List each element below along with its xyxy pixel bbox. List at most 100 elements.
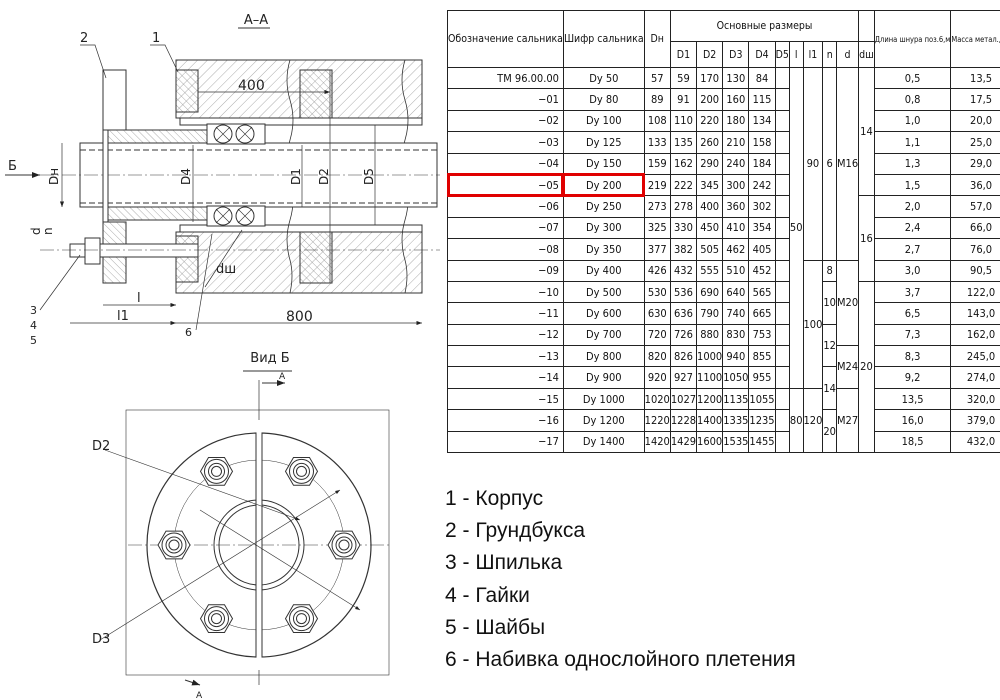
cell-d2: 1100 [696, 366, 724, 389]
front-view-b: Вид Б А А D2 D3 [92, 351, 390, 700]
cell-d2: 200 [696, 88, 724, 111]
cell-d5 [774, 409, 790, 432]
cell-cord-length: 2,4 [873, 216, 952, 240]
cell-mass: 66,0 [950, 216, 1000, 240]
cell-designation: −04 [447, 152, 564, 175]
cell-d1: 636 [669, 302, 698, 325]
cell-code: Dy 150 [562, 152, 645, 175]
dim-l1: l1 [117, 309, 129, 324]
cell-designation: −08 [447, 238, 564, 261]
header-main-dims: Основные размеры [669, 10, 860, 42]
cell-mass: 320,0 [950, 387, 1000, 411]
cell-mass: 36,0 [950, 173, 1000, 197]
cell-mass: 122,0 [950, 280, 1000, 304]
cell-code: Dy 350 [562, 238, 645, 261]
cell-d3: 210 [722, 131, 750, 154]
cell-d1: 1027 [669, 387, 698, 411]
cut-a-top: А [279, 372, 286, 382]
cell-n: 12 [822, 323, 837, 368]
cell-d2: 690 [696, 280, 724, 304]
cell-d3: 180 [722, 109, 750, 133]
bolt-nut-icon [157, 530, 191, 560]
cell-n: 20 [822, 409, 837, 454]
cell-cord-length: 9,2 [873, 366, 952, 389]
cell-d5 [774, 109, 790, 133]
cell-dn: 159 [643, 152, 671, 175]
cell-designation: −07 [447, 216, 564, 240]
cell-cord-length: 1,1 [873, 131, 952, 154]
bolt-nut-icon [284, 457, 319, 486]
cell-designation: −09 [447, 259, 564, 282]
bolt-nut-icon [199, 604, 234, 633]
cell-d3: 1335 [722, 409, 750, 432]
cell-d5 [774, 88, 790, 111]
cell-l: 80 [788, 387, 804, 454]
cell-d4: 115 [748, 88, 776, 111]
cell-d4: 302 [748, 195, 776, 218]
cell-dn: 630 [643, 302, 671, 325]
cell-d1: 110 [669, 109, 698, 133]
cell-dn: 273 [643, 195, 671, 218]
cell-l1: 90 [802, 67, 824, 261]
cell-d5 [774, 195, 790, 218]
cell-d4: 1455 [748, 430, 776, 454]
cell-d4: 1235 [748, 409, 776, 432]
legend-item: 5 - Шайбы [445, 615, 546, 639]
cell-dn: 920 [643, 366, 671, 389]
cell-d1: 382 [669, 238, 698, 261]
cell-dsh: 14 [858, 66, 875, 197]
dim-d2: D2 [317, 168, 331, 185]
technical-drawing: А–А [5, 13, 440, 700]
cell-d1: 927 [669, 366, 698, 389]
cell-dn: 377 [643, 238, 671, 261]
cell-designation: −11 [447, 302, 564, 325]
cell-d2: 290 [696, 152, 724, 175]
cell-cord-length: 16,0 [873, 409, 952, 432]
cell-d5 [774, 280, 790, 304]
cell-dn: 426 [643, 259, 671, 282]
cell-dn: 1220 [643, 409, 671, 432]
cell-d1: 1228 [669, 409, 698, 432]
cell-n: 14 [822, 366, 837, 411]
cell-n: 6 [822, 67, 837, 261]
dim-dn: Dн [47, 168, 61, 185]
gland-spec-table: Обозначение сальника Шифр сальника Dн Ос… [446, 10, 1000, 454]
cell-dn: 1420 [643, 430, 671, 454]
cell-d1: 59 [669, 66, 698, 90]
cell-mass: 29,0 [950, 152, 1000, 175]
cell-mass: 17,5 [950, 88, 1000, 111]
cell-mass: 25,0 [950, 131, 1000, 154]
cell-d3: 360 [722, 195, 750, 218]
cell-d2: 400 [696, 195, 724, 218]
cell-code: Dy 1400 [562, 430, 645, 454]
cell-dn: 1020 [643, 387, 671, 411]
label-pos4: 4 [30, 319, 37, 332]
cell-dsh: 16 [858, 195, 875, 282]
cell-designation: −14 [447, 366, 564, 389]
cell-cord-length: 1,0 [873, 109, 952, 133]
cell-dn: 57 [643, 66, 671, 90]
cell-designation: −15 [447, 387, 564, 411]
arrow-b-label: Б [8, 159, 17, 174]
cell-designation: ТМ 96.00.00 [447, 66, 564, 90]
cell-l: 50 [788, 67, 804, 389]
header-d1: D1 [669, 41, 698, 68]
header-d4: D4 [748, 41, 776, 68]
header-d5: D5 [774, 41, 790, 68]
cell-d4: 405 [748, 238, 776, 261]
cell-d1: 135 [669, 131, 698, 154]
cell-d4: 242 [748, 173, 776, 197]
cell-d3: 740 [722, 302, 750, 325]
cell-d3: 1535 [722, 430, 750, 454]
cut-a-bottom: А [196, 691, 203, 700]
cell-dn: 89 [643, 88, 671, 111]
legend-item: 1 - Корпус [445, 487, 544, 510]
view-d2-label: D2 [92, 439, 110, 454]
header-n: n [822, 41, 837, 68]
